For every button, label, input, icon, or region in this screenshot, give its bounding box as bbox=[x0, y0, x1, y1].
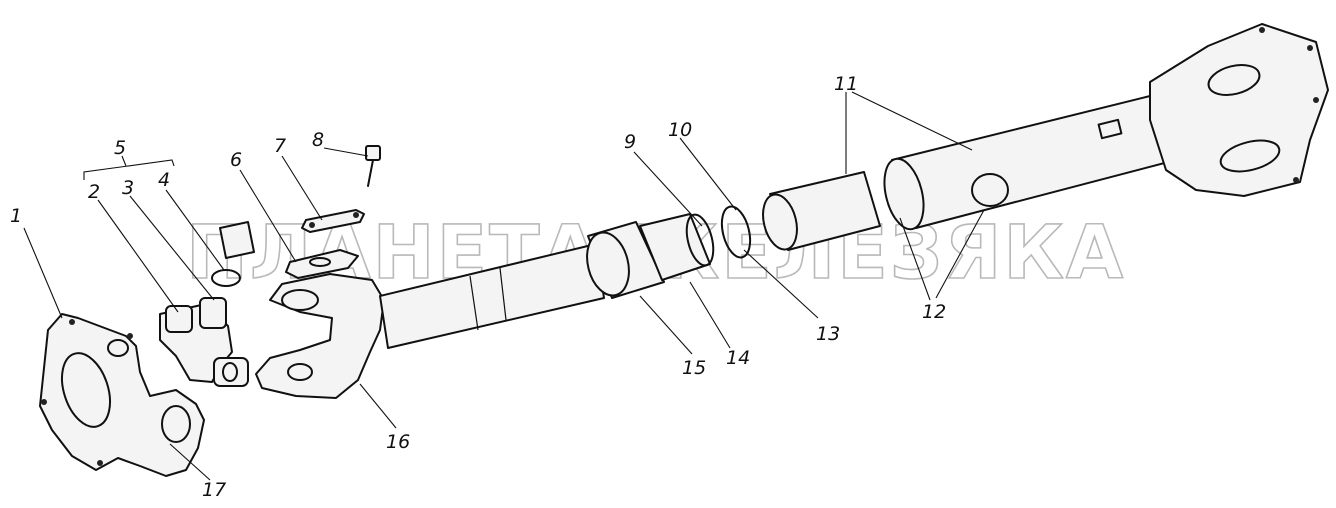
callout-11: 11 bbox=[834, 73, 858, 95]
leader-14 bbox=[689, 281, 731, 349]
part-10-ring bbox=[720, 205, 752, 259]
leader-7 bbox=[281, 155, 323, 221]
leader-2 bbox=[97, 199, 179, 313]
leader-16 bbox=[359, 383, 397, 429]
leader-11b bbox=[851, 91, 973, 151]
part-1-flange-yoke bbox=[39, 313, 205, 477]
part-8-bolt bbox=[365, 145, 381, 187]
callout-17: 17 bbox=[202, 479, 226, 501]
leader-10 bbox=[679, 137, 737, 211]
callout-9: 9 bbox=[624, 131, 636, 153]
leader-lines bbox=[23, 91, 985, 481]
callout-7: 7 bbox=[274, 135, 286, 157]
callout-14: 14 bbox=[726, 347, 750, 369]
part-7-locking-strap bbox=[301, 209, 365, 233]
leader-5 bbox=[121, 155, 127, 167]
leader-17 bbox=[169, 443, 211, 481]
callout-5: 5 bbox=[114, 137, 126, 159]
leader-15 bbox=[639, 295, 693, 355]
callout-13: 13 bbox=[816, 323, 840, 345]
callout-4: 4 bbox=[158, 169, 170, 191]
callout-15: 15 bbox=[682, 357, 706, 379]
callout-16: 16 bbox=[386, 431, 410, 453]
leader-4 bbox=[165, 189, 225, 271]
callout-12: 12 bbox=[922, 301, 946, 323]
leader-6 bbox=[239, 169, 297, 263]
part-6-lock-plate bbox=[285, 249, 359, 279]
part-9-ring bbox=[685, 213, 715, 267]
leader-8 bbox=[323, 147, 369, 157]
part-13-threaded-sleeve bbox=[762, 171, 881, 251]
leader-9 bbox=[633, 151, 703, 227]
leader-3 bbox=[129, 195, 215, 301]
callout-10: 10 bbox=[668, 119, 692, 141]
callout-labels: 1 2 3 4 5 6 7 8 9 10 11 12 13 14 15 16 1… bbox=[10, 73, 946, 501]
part-4-bearing-cup bbox=[219, 221, 255, 259]
part-3-seal-ring bbox=[211, 269, 241, 287]
callout-8: 8 bbox=[312, 129, 324, 151]
leader-13 bbox=[743, 249, 819, 319]
callout-6: 6 bbox=[230, 149, 242, 171]
part-12-end-yoke bbox=[1149, 23, 1329, 197]
leader-5-bracket bbox=[83, 159, 175, 180]
part-15-slip-nut bbox=[586, 221, 665, 299]
part-16-splined-yoke bbox=[255, 243, 605, 399]
callout-3: 3 bbox=[122, 177, 134, 199]
leader-1 bbox=[23, 227, 63, 319]
part-2-universal-joint-spider bbox=[159, 297, 249, 387]
callout-2: 2 bbox=[88, 181, 100, 203]
callout-1: 1 bbox=[10, 205, 22, 227]
part-11-shaft-tube bbox=[883, 95, 1177, 231]
leader-12a bbox=[899, 217, 931, 301]
leader-12b bbox=[935, 209, 985, 299]
